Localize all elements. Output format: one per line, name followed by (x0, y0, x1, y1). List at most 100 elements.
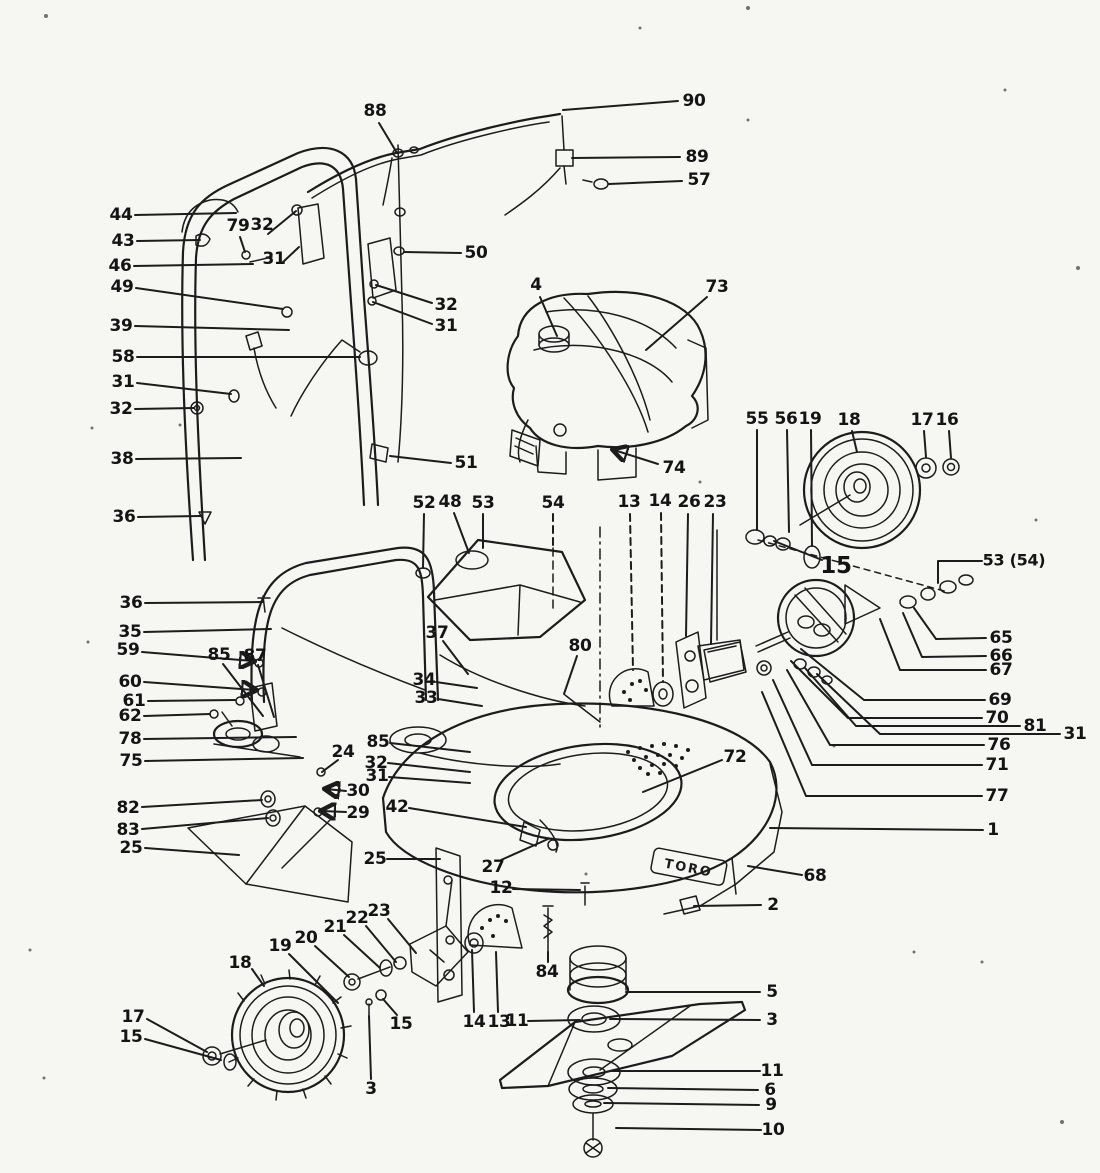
leader-line-53-54--70 (937, 560, 983, 584)
leader-line-31-10 (136, 382, 232, 395)
leader-line-1-62 (769, 827, 984, 831)
part-callout-26-41: 26 (677, 492, 701, 512)
part-callout-3-96: 3 (766, 1010, 778, 1030)
part-callout-31-30: 31 (434, 316, 458, 336)
part-callout-36-13: 36 (112, 507, 136, 527)
leader-line-3-90 (368, 1015, 372, 1080)
part-callout-27-57: 27 (481, 857, 505, 877)
part-callout-5-95: 5 (766, 982, 778, 1002)
part-callout-69-74: 69 (988, 690, 1012, 710)
leader-line-78-20 (143, 736, 297, 740)
leader-line-30-53 (326, 789, 347, 791)
leader-line-4-32 (539, 296, 558, 337)
part-callout-4-32: 4 (530, 275, 542, 295)
part-callout-62-19: 62 (118, 706, 142, 726)
leader-line-14-91 (471, 949, 475, 1013)
leader-line-69-74 (800, 648, 986, 701)
leader-line-79-25 (239, 236, 246, 253)
part-callout-13-39: 13 (617, 492, 641, 512)
leader-line-33-46 (437, 698, 483, 707)
part-callout-68-60: 68 (803, 866, 827, 886)
part-callout-72-59: 72 (723, 747, 747, 767)
leader-line-88-0 (378, 122, 398, 154)
leader-line-82-22 (141, 799, 263, 808)
part-callout-81-76: 81 (1023, 716, 1047, 736)
part-callout-25-56: 25 (363, 849, 387, 869)
part-callout-31-10: 31 (111, 372, 135, 392)
part-callout-11-97: 11 (760, 1061, 784, 1081)
leader-line-48-36 (453, 512, 470, 554)
part-callout-76-78: 76 (987, 735, 1011, 755)
leader-line-11-93 (527, 1019, 581, 1022)
part-callout-57-3: 57 (687, 170, 711, 190)
part-callout-35-15: 35 (118, 622, 142, 642)
part-callout-15-88: 15 (119, 1027, 143, 1047)
leader-line-21-84 (343, 934, 381, 969)
leader-line-42-54 (408, 807, 527, 828)
part-callout-61-18: 61 (122, 691, 146, 711)
leader-line-32-11 (134, 407, 195, 410)
throttle-cable (306, 112, 609, 216)
part-callout-1-62: 1 (987, 820, 999, 840)
part-callout-25-24: 25 (119, 838, 143, 858)
part-callout-53-54--70: 53 (54) (982, 550, 1046, 570)
leader-line-17-67 (923, 430, 927, 458)
leader-line-49-7 (135, 287, 284, 310)
part-callout-67-73: 67 (989, 660, 1013, 680)
part-callout-56-64: 56 (774, 409, 798, 429)
leader-line-44-4 (134, 212, 237, 216)
part-callout-31-52: 31 (365, 766, 389, 786)
leader-line-13-39 (629, 513, 634, 671)
part-callout-18-66: 18 (837, 410, 861, 430)
leader-line-85-47 (222, 663, 264, 717)
part-callout-85-47: 85 (207, 645, 231, 665)
leader-line-60-17 (143, 682, 255, 690)
part-callout-17-87: 17 (121, 1007, 145, 1027)
part-callout-50-28: 50 (464, 243, 488, 263)
leader-line-9-99 (603, 1102, 760, 1106)
part-callout-70-75: 70 (985, 708, 1009, 728)
leader-line-23-42 (710, 513, 714, 645)
part-callout-55-63: 55 (745, 409, 769, 429)
part-callout-23-42: 23 (703, 492, 727, 512)
leader-line-31-77 (816, 673, 1061, 735)
part-callout-22-85: 22 (345, 908, 369, 928)
leader-line-74-34 (614, 450, 659, 465)
front-right-wheel (697, 529, 881, 685)
part-callout-87-48: 87 (243, 646, 267, 666)
part-callout-43-5: 43 (111, 231, 135, 251)
leader-line-25-24 (144, 847, 240, 856)
leader-line-87-48 (257, 664, 275, 718)
part-callout-65-71: 65 (989, 628, 1013, 648)
rear-left-wheel (202, 879, 469, 1101)
leader-line-26-41 (685, 513, 689, 637)
part-callout-30-53: 30 (346, 781, 370, 801)
leader-line-31-30 (372, 301, 433, 325)
part-callout-14-91: 14 (462, 1012, 486, 1032)
part-callout-66-72: 66 (989, 646, 1013, 666)
part-callout-53-37: 53 (471, 493, 495, 513)
part-callout-12-58: 12 (489, 878, 513, 898)
leader-line-18-81 (251, 968, 265, 987)
part-callout-51-31: 51 (454, 453, 478, 473)
leader-line-20-83 (314, 945, 350, 978)
leader-line-72-59 (642, 759, 723, 793)
leader-line-16-68 (948, 430, 952, 459)
leader-line-90-1 (562, 100, 679, 111)
leader-line-37-43 (442, 640, 469, 675)
part-callout-2-61: 2 (767, 895, 779, 915)
leader-line-32-26 (267, 210, 297, 235)
leader-line-71-79 (772, 679, 983, 766)
part-callout-36-14: 36 (119, 593, 143, 613)
leader-line-13-92 (495, 951, 499, 1013)
part-callout-71-79: 71 (985, 755, 1009, 775)
part-callout-49-7: 49 (110, 277, 134, 297)
part-callout-20-83: 20 (294, 928, 318, 948)
fuel-tank (415, 538, 587, 642)
part-callout-74-34: 74 (662, 458, 686, 478)
part-callout-32-51: 32 (364, 753, 388, 773)
leader-line-19-65 (810, 429, 813, 547)
part-callout-9-99: 9 (765, 1095, 777, 1115)
part-callout-34-45: 34 (412, 670, 436, 690)
